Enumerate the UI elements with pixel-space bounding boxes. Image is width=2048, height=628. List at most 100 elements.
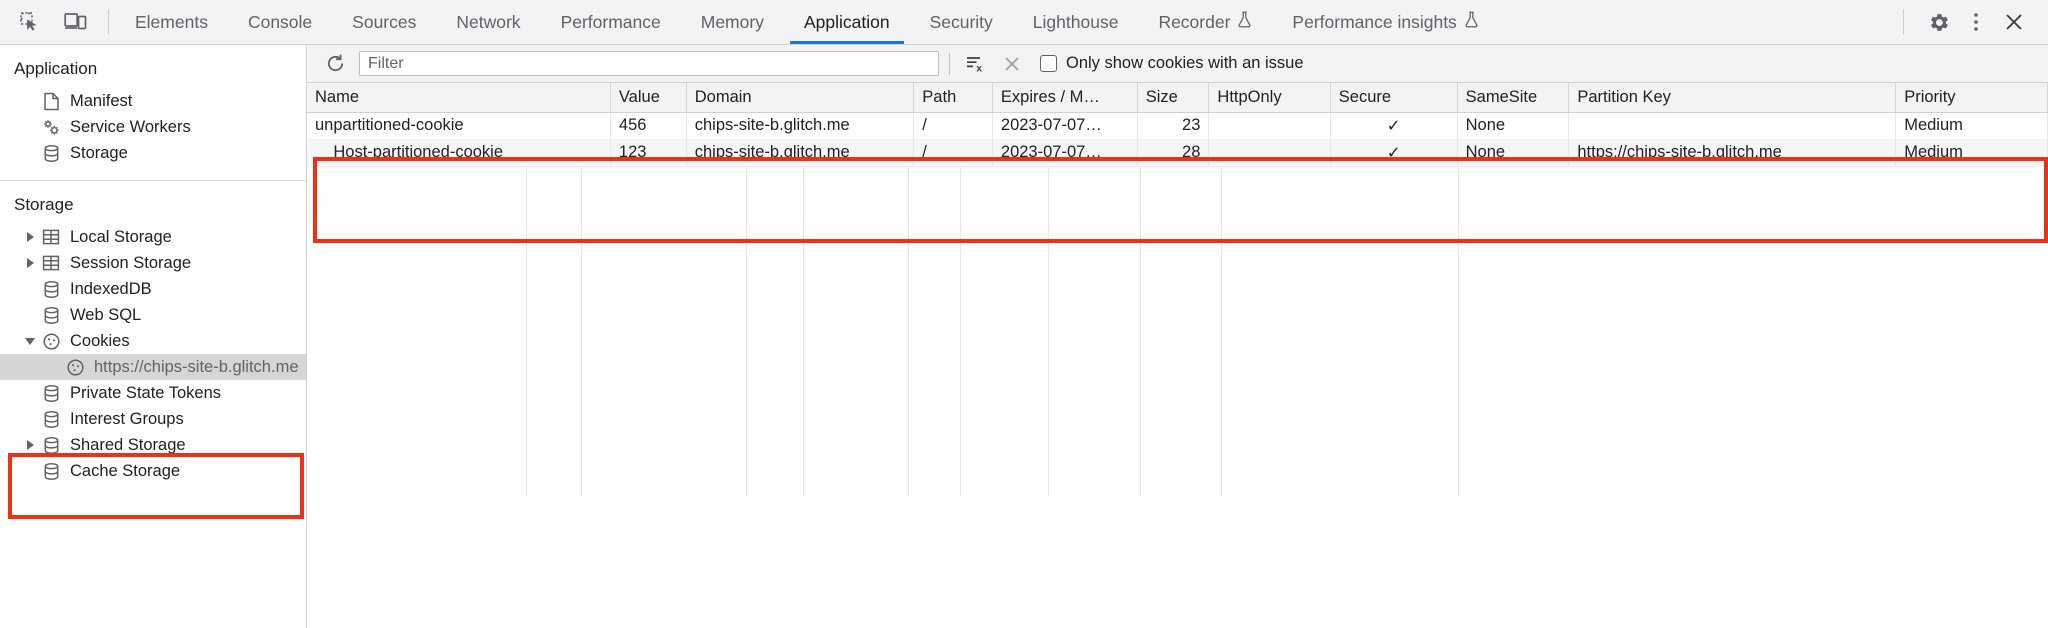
sidebar-item-local-storage[interactable]: Local Storage [0,224,306,250]
cell-priority: Medium [1895,112,2048,140]
tab-console[interactable]: Console [228,0,332,44]
database-icon [40,143,62,163]
tab-label: Memory [700,11,764,32]
sidebar-item-label: Cache Storage [70,461,181,480]
chevron-right-icon[interactable] [22,229,38,245]
tab-security[interactable]: Security [910,0,1013,44]
cell-value: 123 [610,139,687,167]
cell-size: 28 [1137,139,1210,167]
tab-label: Recorder [1158,11,1231,32]
sidebar-item-cache-storage[interactable]: Cache Storage [0,458,306,484]
sidebar-item-manifest[interactable]: Manifest [0,88,306,114]
sidebar-item-cookie-origin[interactable]: https://chips-site-b.glitch.me [0,354,306,380]
chevron-right-icon[interactable] [22,255,38,271]
column-header-value[interactable]: Value [610,83,687,113]
experiment-flask-icon [1464,11,1479,33]
tab-label: Elements [135,11,208,32]
sidebar-item-label: https://chips-site-b.glitch.me [94,357,299,376]
devtools-tab-bar: Elements Console Sources Network Perform… [0,0,2048,45]
manifest-document-icon [40,91,62,111]
inspect-element-icon[interactable] [14,7,46,37]
column-header-size[interactable]: Size [1137,83,1210,113]
cookies-panel: x Only show cookies with an issue [307,45,2048,628]
close-icon[interactable] [1998,7,2030,37]
cell-samesite: None [1457,139,1570,167]
table-header-row: Name Value Domain Path Expires / M… Size… [307,83,2048,113]
filter-input[interactable] [359,51,939,76]
sidebar-item-cookies[interactable]: Cookies [0,328,306,354]
tab-network[interactable]: Network [436,0,540,44]
cookie-icon [64,357,86,377]
column-header-samesite[interactable]: SameSite [1457,83,1570,113]
gear-icon[interactable] [1922,7,1954,37]
sidebar-item-interest-groups[interactable]: Interest Groups [0,406,306,432]
sidebar-item-label: Interest Groups [70,409,184,428]
cell-httponly [1208,139,1331,167]
tab-label: Performance [560,11,661,32]
more-vertical-icon[interactable] [1960,7,1992,37]
cookies-table: Name Value Domain Path Expires / M… Size… [307,83,2048,167]
column-header-httponly[interactable]: HttpOnly [1208,83,1331,113]
sidebar-item-label: Session Storage [70,253,192,272]
sidebar-item-storage[interactable]: Storage [0,140,306,166]
database-icon [40,435,62,455]
only-issues-checkbox[interactable] [1040,55,1057,72]
tab-performance[interactable]: Performance [541,0,681,44]
database-icon [40,461,62,481]
chevron-down-icon[interactable] [22,333,38,349]
column-header-partition-key[interactable]: Partition Key [1568,83,1897,113]
sidebar-item-service-workers[interactable]: Service Workers [0,114,306,140]
tab-application[interactable]: Application [784,0,910,44]
cell-domain: chips-site-b.glitch.me [686,112,915,140]
database-icon [40,279,62,299]
sidebar-item-shared-storage[interactable]: Shared Storage [0,432,306,458]
sidebar-heading-storage: Storage [14,195,74,214]
cookie-icon [40,331,62,351]
device-toolbar-icon[interactable] [60,7,92,37]
cell-secure: ✓ [1330,139,1458,167]
clear-x-icon[interactable] [998,51,1026,77]
cookies-table-area: Name Value Domain Path Expires / M… Size… [307,83,2048,628]
svg-text:x: x [976,63,982,74]
clear-filters-icon[interactable]: x [960,51,988,77]
cell-priority: Medium [1895,139,2048,167]
sidebar-heading-application: Application [14,59,98,78]
sidebar-item-web-sql[interactable]: Web SQL [0,302,306,328]
tab-memory[interactable]: Memory [681,0,784,44]
column-header-expires[interactable]: Expires / M… [992,83,1138,113]
column-header-priority[interactable]: Priority [1895,83,2048,113]
tab-label: Application [803,11,890,32]
database-icon [40,409,62,429]
tab-label: Security [929,11,993,32]
refresh-icon[interactable] [321,51,349,77]
sidebar-item-label: Local Storage [70,227,172,246]
only-issues-checkbox-wrap[interactable]: Only show cookies with an issue [1040,54,1304,73]
table-row[interactable]: __Host-partitioned-cookie 123 chips-site… [307,139,2048,167]
service-workers-gears-icon [40,117,62,137]
sidebar-item-label: Manifest [70,91,133,110]
tab-lighthouse[interactable]: Lighthouse [1013,0,1139,44]
tab-sources[interactable]: Sources [332,0,436,44]
column-header-name[interactable]: Name [307,83,611,113]
tab-recorder[interactable]: Recorder [1138,0,1272,44]
sidebar-item-label: Storage [70,143,128,162]
sidebar-item-private-state-tokens[interactable]: Private State Tokens [0,380,306,406]
sidebar-item-label: Cookies [70,331,130,350]
cell-path: / [913,139,993,167]
database-icon [40,383,62,403]
column-header-secure[interactable]: Secure [1330,83,1458,113]
cell-httponly [1208,112,1331,140]
column-header-domain[interactable]: Domain [686,83,915,113]
toolbar-right-divider [1903,9,1904,35]
sidebar-item-indexeddb[interactable]: IndexedDB [0,276,306,302]
tab-performance-insights[interactable]: Performance insights [1272,0,1498,44]
sidebar-item-session-storage[interactable]: Session Storage [0,250,306,276]
column-header-path[interactable]: Path [913,83,993,113]
tab-elements[interactable]: Elements [115,0,228,44]
table-row[interactable]: unpartitioned-cookie 456 chips-site-b.gl… [307,112,2048,140]
cell-name: unpartitioned-cookie [307,112,611,140]
cell-partition-key: https://chips-site-b.glitch.me [1568,139,1897,167]
chevron-right-icon[interactable] [22,437,38,453]
tab-label: Console [247,11,313,32]
tab-label: Network [456,11,521,32]
